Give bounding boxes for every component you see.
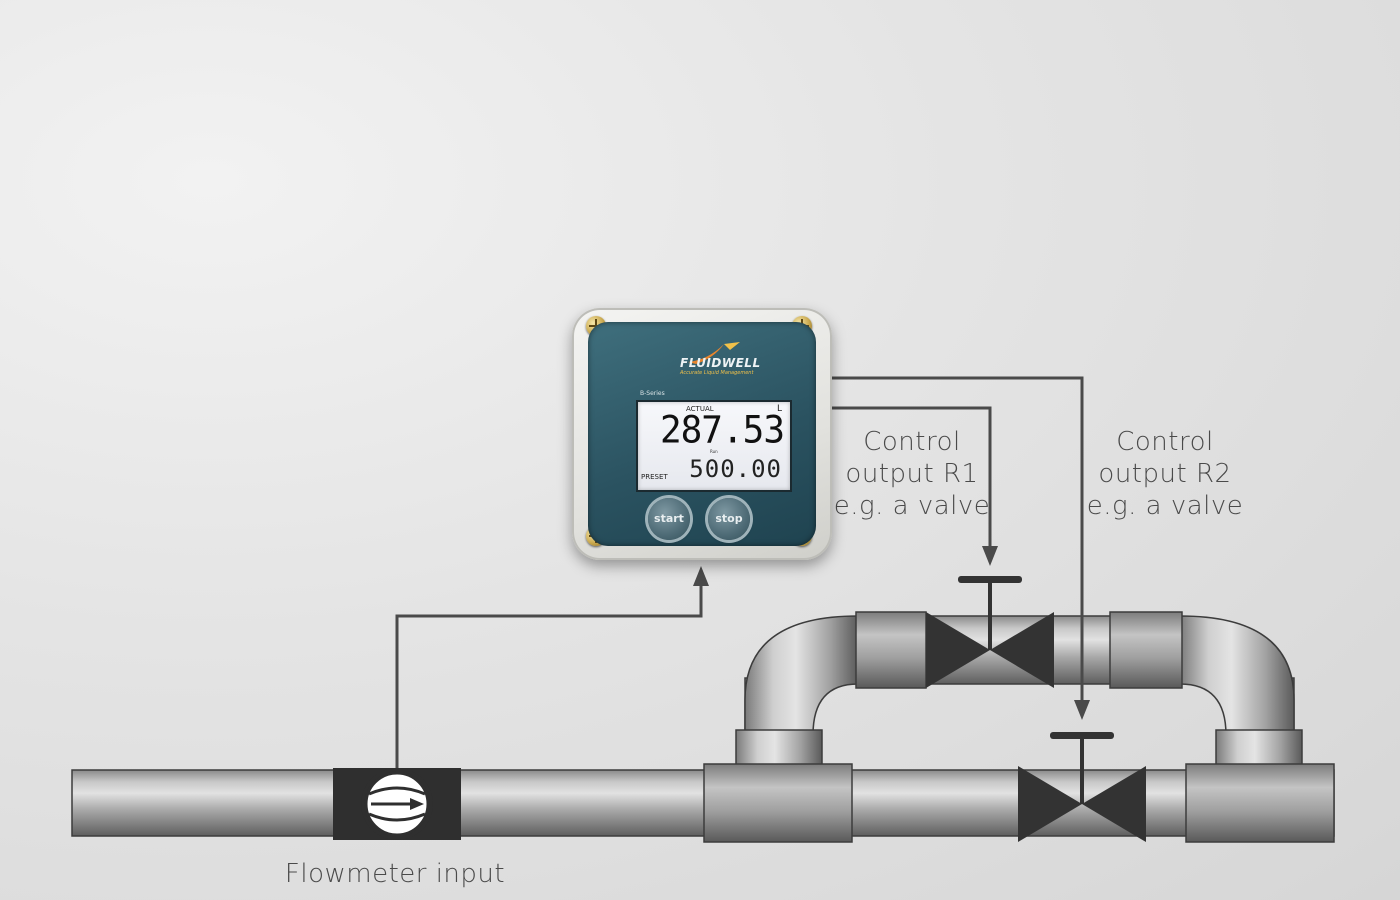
lcd-preset-value: 500.00 <box>689 455 782 483</box>
series-label: B-Series <box>640 390 665 397</box>
brand-logo: FLUIDWELL <box>680 356 761 370</box>
brand-logo-icon <box>688 342 740 364</box>
flowmeter-icon <box>333 768 461 840</box>
start-button[interactable]: start <box>648 498 690 540</box>
flowmeter-input-label: Flowmeter input <box>284 859 506 889</box>
lcd-actual-label: ACTUAL <box>686 405 714 413</box>
lcd-actual-value: 287.53 <box>659 408 785 452</box>
valve-icon <box>926 576 1054 688</box>
valve-icon <box>1018 732 1146 842</box>
control-output-r2-label: Control output R2 e.g. a valve <box>1086 427 1244 521</box>
tee-fittings <box>703 763 1335 843</box>
device-face: FLUIDWELL Accurate Liquid Management B-S… <box>588 322 816 546</box>
stop-button[interactable]: stop <box>708 498 750 540</box>
lcd-preset-label: PRESET <box>641 473 668 481</box>
brand-tagline: Accurate Liquid Management <box>680 370 754 376</box>
lcd-unit: L <box>776 404 782 414</box>
control-output-r1-label: Control output R1 e.g. a valve <box>833 427 991 521</box>
lcd-display: ACTUAL L 287.53 Run PRESET 500.00 <box>636 400 792 492</box>
batch-controller-device: FLUIDWELL Accurate Liquid Management B-S… <box>572 308 832 560</box>
arrow-icon <box>693 546 1090 720</box>
signal-lines <box>395 376 1084 768</box>
lcd-run-label: Run <box>710 449 718 454</box>
